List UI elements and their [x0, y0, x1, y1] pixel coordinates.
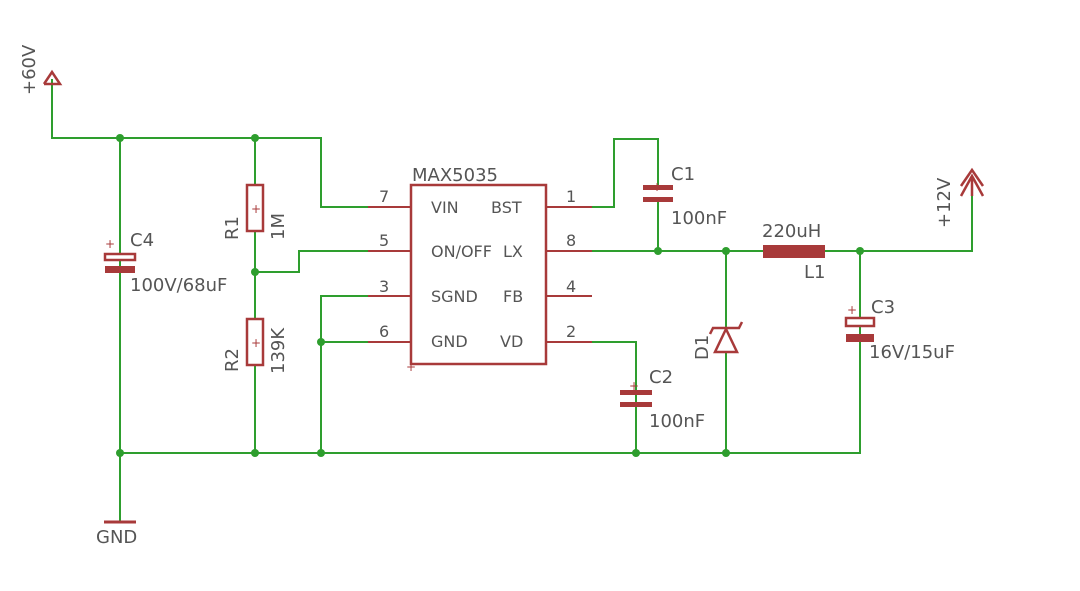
wire-vin-rail [51, 79, 369, 208]
c3-plus: + [847, 303, 857, 317]
c2-plate-bottom [620, 402, 652, 407]
c3-plate-top [844, 316, 876, 328]
junction [251, 268, 259, 276]
ic-pin-name: ON/OFF [431, 242, 492, 261]
junction [856, 247, 864, 255]
junction [116, 134, 124, 142]
c4-plus: + [105, 237, 115, 251]
vout-arrow-icon [959, 167, 985, 187]
ic-pin-name: LX [503, 242, 523, 261]
junction [116, 449, 124, 457]
r1-body [245, 183, 265, 233]
diode-d1: D1 [692, 321, 744, 360]
vout-supply-symbol: +12V [934, 167, 985, 228]
ic-pin-name: VD [500, 332, 523, 351]
c2-value: 100nF [649, 411, 705, 432]
inductor-l1: 220uH L1 [762, 221, 825, 283]
vin-label: +60V [19, 44, 40, 95]
junction [654, 247, 662, 255]
r2-body [245, 317, 265, 367]
c4-ref: C4 [130, 230, 154, 251]
c1-plate-top [643, 185, 673, 190]
ic-pin-number: 5 [379, 231, 389, 250]
ic-pin-number: 6 [379, 322, 389, 341]
c1-plus: + [652, 180, 662, 194]
ic-pin-name: GND [431, 332, 468, 351]
ic-pin-number: 8 [566, 231, 576, 250]
wire-vout [824, 189, 973, 252]
c3-value: 16V/15uF [869, 342, 955, 363]
ic-pin-name: VIN [431, 198, 459, 217]
junctions [116, 134, 864, 457]
c1-value: 100nF [671, 208, 727, 229]
c2-ref: C2 [649, 367, 673, 388]
ic-pin-number: 3 [379, 277, 389, 296]
c4-value: 100V/68uF [130, 275, 227, 296]
d1-cathode-bar-icon [708, 321, 744, 335]
vin-supply-symbol: +60V [19, 44, 63, 95]
wire-onoff [254, 250, 369, 273]
gnd-symbol: GND [96, 520, 137, 548]
d1-triangle-icon [713, 326, 739, 354]
c3-plate-bottom [846, 334, 874, 342]
ic-body [409, 183, 548, 366]
junction [722, 449, 730, 457]
c1-ref: C1 [671, 164, 695, 185]
capacitor-c1: + C1 100nF [643, 164, 727, 229]
l1-value: 220uH [762, 221, 821, 242]
r1-value: 1M [268, 213, 289, 240]
r2-marker: + [251, 336, 261, 350]
resistor-r2: + R2 139K [222, 317, 289, 374]
ic-origin-marker: + [406, 360, 416, 374]
vin-arrow-icon [42, 69, 63, 86]
c3-ref: C3 [871, 297, 895, 318]
junction [317, 338, 325, 346]
ic-pin-number: 1 [566, 187, 576, 206]
r1-marker: + [251, 202, 261, 216]
resistor-r1: + R1 1M [222, 183, 289, 240]
gnd-label: GND [96, 527, 137, 548]
wire-sgnd [320, 295, 369, 454]
wire-vd [591, 341, 637, 454]
c4-plate-top [103, 252, 137, 262]
junction [632, 449, 640, 457]
d1-ref: D1 [692, 335, 713, 360]
l1-body [763, 245, 825, 258]
ic-name: MAX5035 [412, 165, 498, 186]
c2-plate-top [620, 390, 652, 395]
capacitor-c3: + C3 16V/15uF [844, 297, 955, 363]
ic-pin-name: SGND [431, 287, 478, 306]
junction [251, 449, 259, 457]
junction [251, 134, 259, 142]
ic-pin-name: FB [503, 287, 523, 306]
wire-bst [591, 138, 659, 208]
r2-ref: R2 [222, 348, 243, 372]
capacitor-c2: + C2 100nF [620, 367, 705, 432]
ic-pin-number: 7 [379, 187, 389, 206]
r2-value: 139K [268, 327, 289, 374]
ic-pin-name: BST [491, 198, 522, 217]
ic-pin-number: 2 [566, 322, 576, 341]
r1-ref: R1 [222, 216, 243, 240]
junction [317, 449, 325, 457]
vout-label: +12V [934, 177, 955, 228]
c4-plate-bottom [105, 266, 135, 273]
c2-plus: + [629, 379, 639, 393]
ic-max5035: MAX5035 + 7 5 3 6 1 8 4 2 VIN ON/OFF SGN… [368, 165, 592, 374]
ic-pin-number: 4 [566, 277, 576, 296]
c1-plate-bottom [643, 197, 673, 202]
l1-ref: L1 [804, 262, 825, 283]
junction [722, 247, 730, 255]
capacitor-c4: + C4 100V/68uF [103, 230, 227, 296]
